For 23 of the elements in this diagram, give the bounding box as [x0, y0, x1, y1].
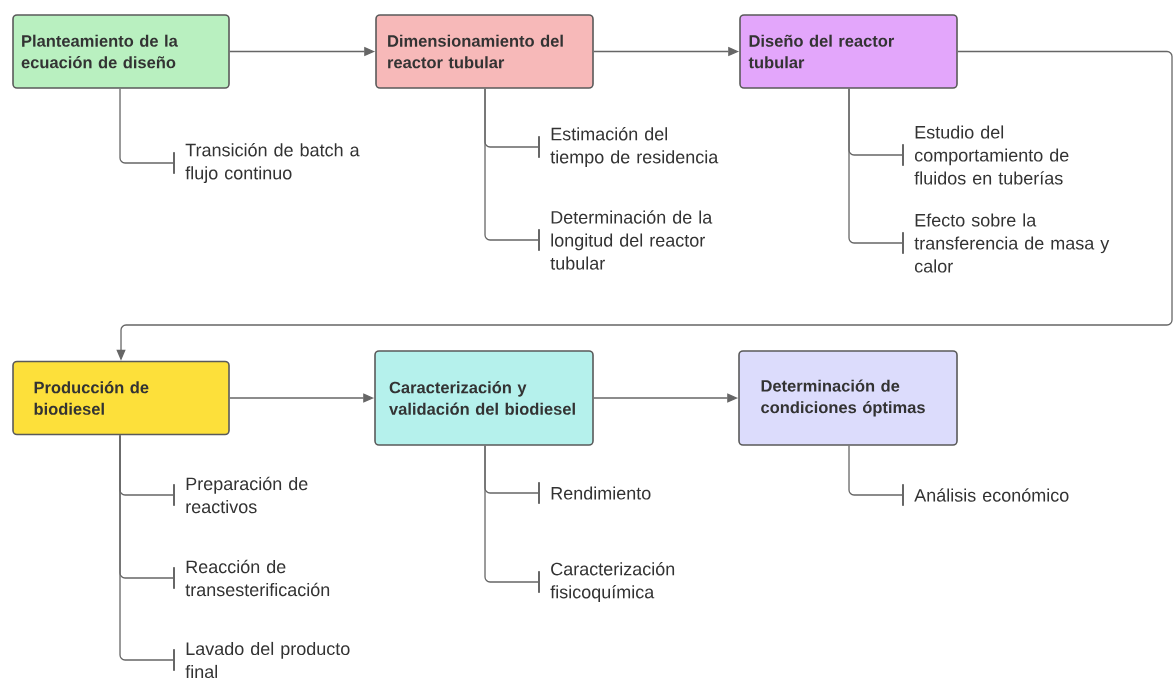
step-text: Preparación de reactivos [186, 476, 308, 514]
branch-connector [119, 434, 175, 671]
step-text: Lavado del producto final [185, 641, 350, 679]
branch-connector [484, 88, 540, 251]
step-text: Estudio del comportamiento de fluidos en tuberías [914, 125, 1069, 185]
step-text: Caracterización fisicoquímica [550, 562, 675, 602]
branch-connector [848, 88, 904, 254]
step-text: Estimación del tiempo de residencia [550, 127, 719, 167]
process-box: Dimensionamiento del reactor tubular [375, 14, 594, 89]
process-box: Producción de biodiesel [12, 360, 230, 436]
branch-connector [484, 445, 540, 593]
step-text: Determinación de la longitud del reactor tubular [550, 210, 713, 270]
process-box: Caracterización y validación del biodiesel [374, 350, 594, 446]
process-box: Determinación de condiciones óptimas [738, 350, 958, 446]
process-box: Diseño del reactor tubular [739, 14, 958, 89]
branch-connector [848, 445, 904, 506]
process-box: Planteamiento de la ecuación de diseño [12, 14, 230, 89]
step-text: Efecto sobre la transferencia de masa y calor [914, 213, 1110, 273]
step-text: Transición de batch a flujo continuo [185, 143, 360, 183]
step-text: Reacción de transesterificación [185, 559, 330, 597]
branch-connector [119, 88, 175, 174]
step-text: Rendimiento [551, 486, 651, 500]
step-text: Análisis económico [914, 488, 1069, 502]
